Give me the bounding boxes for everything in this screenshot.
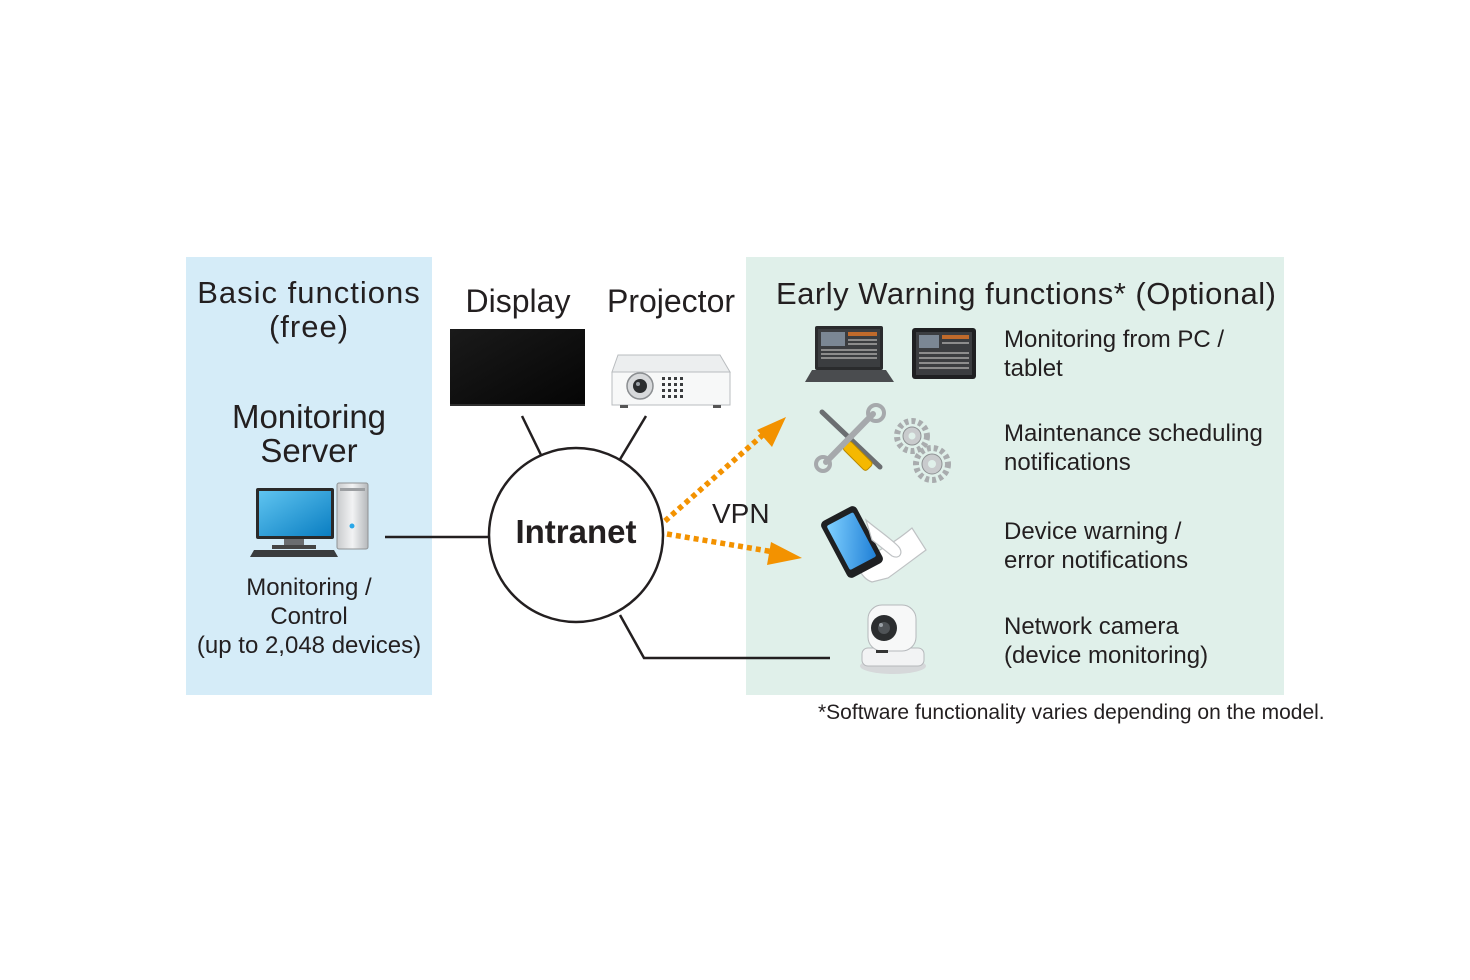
monitoring-server-subtitle: Monitoring / Control (up to 2,048 device… [186,573,432,660]
intranet-label: Intranet [515,513,637,550]
hand-smartphone-icon [821,506,927,583]
footnote: *Software functionality varies depending… [818,701,1325,724]
intranet-circle [487,446,665,624]
server-subtitle-line1: Monitoring / [246,574,372,601]
feature-network-camera: Network camera (device monitoring) [1004,612,1274,670]
feature-line2: error notifications [1004,547,1189,574]
early-warning-title: Early Warning functions* (Optional) [776,276,1277,311]
feature-device-warning: Device warning / error notifications [1004,517,1274,575]
vpn-arrow-upper [663,430,767,524]
laptop-tablet-icon [805,326,976,382]
vpn-label: VPN [712,498,770,529]
monitoring-server-title: Monitoring Server [231,398,387,469]
basic-functions-panel [186,257,432,695]
projector-label: Projector [606,283,736,319]
projector-to-intranet-line [617,415,648,462]
desktop-computer-icon [250,482,369,557]
connector-lines [385,415,830,660]
feature-line1: Monitoring from PC / [1004,326,1225,353]
display-label: Display [465,283,571,319]
feature-line2: tablet [1004,355,1063,382]
vpn-arrow-upper-head [757,417,786,447]
display-to-intranet-line [520,415,544,458]
projector-icon [611,354,731,408]
feature-line1: Device warning / [1004,518,1182,545]
vpn-arrow-lower-head [767,542,802,565]
feature-line2: notifications [1004,449,1131,476]
feature-line1: Maintenance scheduling [1004,420,1263,447]
display-icon [450,329,585,406]
basic-functions-title: Basic functions (free) [197,275,421,344]
server-subtitle-line3: (up to 2,048 devices) [196,632,422,659]
feature-maintenance-scheduling: Maintenance scheduling notifications [1004,419,1274,477]
feature-line2: (device monitoring) [1004,642,1209,669]
feature-line1: Network camera [1004,613,1179,640]
feature-monitoring-pc-tablet: Monitoring from PC / tablet [1004,325,1274,383]
network-camera-icon [860,604,926,674]
vpn-arrow-lower [666,531,775,555]
vpn-arrows [663,417,802,565]
intranet-to-camera-line [618,614,830,660]
server-subtitle-line2: Control [270,603,348,630]
tools-gears-icon [814,403,951,483]
